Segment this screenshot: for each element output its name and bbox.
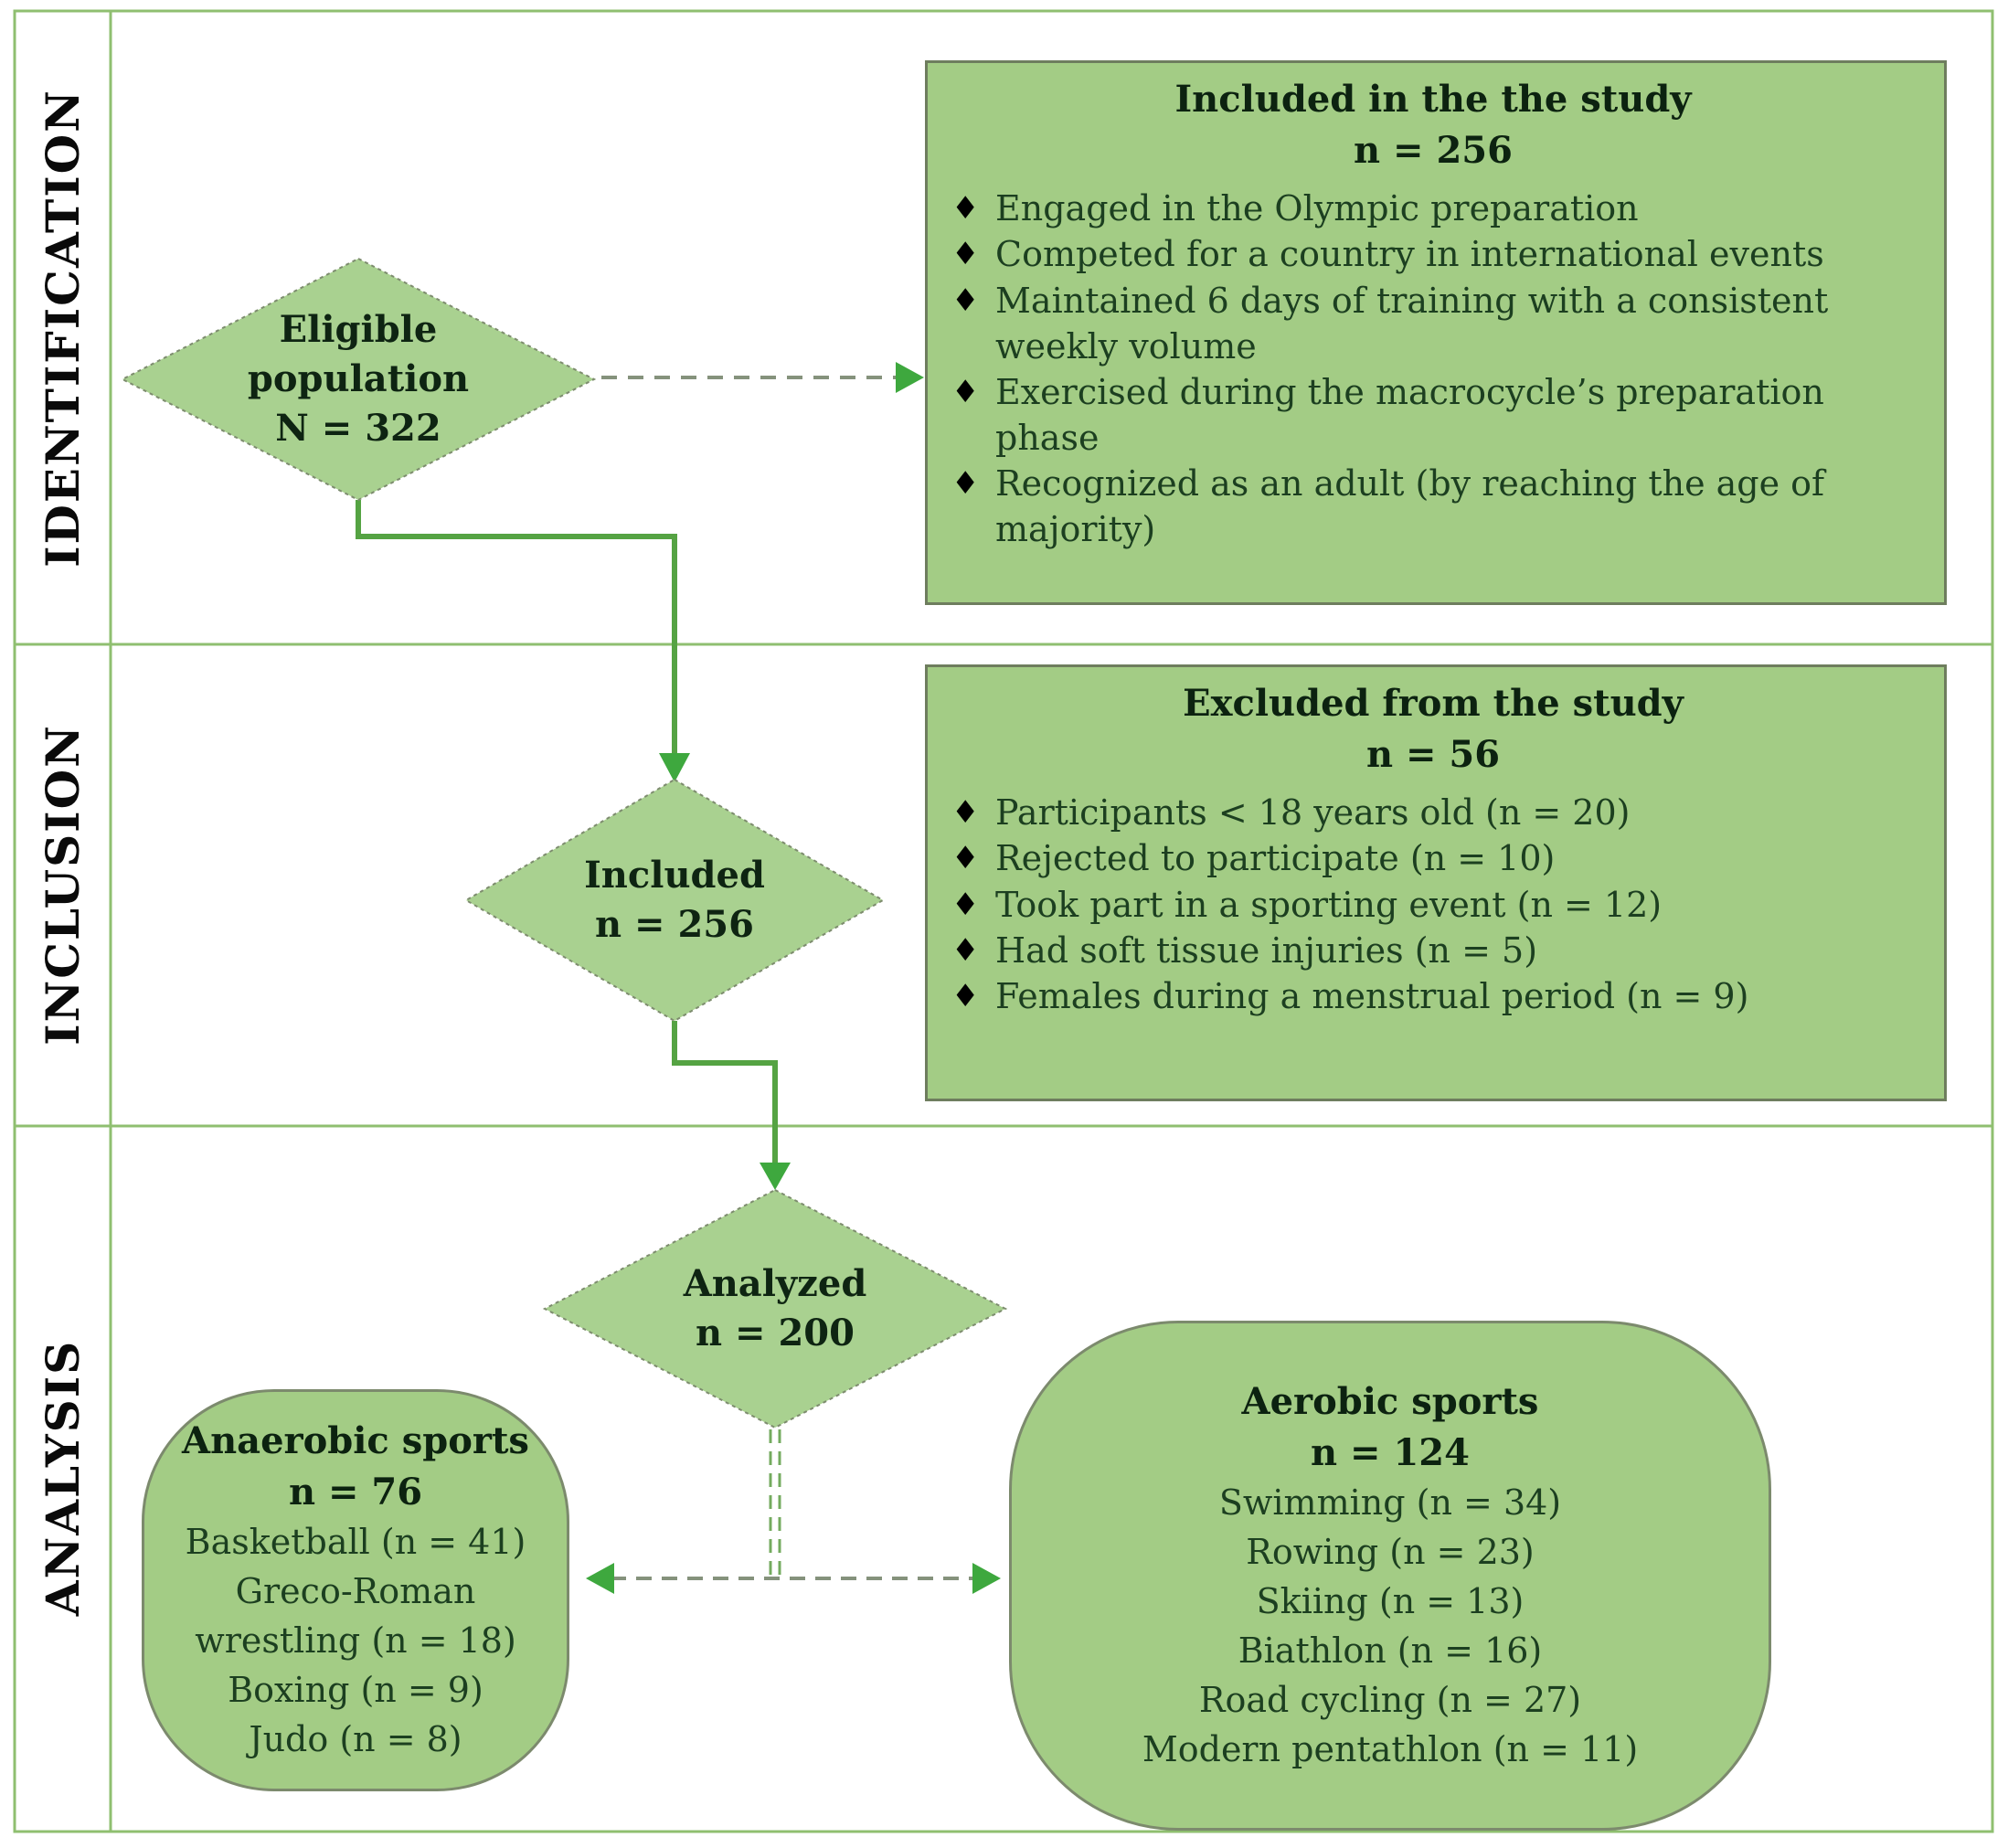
anaerobic-item-3: Boxing (n = 9) [228,1669,483,1710]
list-item: ♦ Maintained 6 days of training with a c… [946,278,1920,369]
list-item: ♦ Competed for a country in internationa… [946,231,1920,277]
included-bullet-3: Maintained 6 days of training with a con… [995,280,1829,366]
excluded-box-count: n = 56 [1365,733,1501,776]
anaerobic-box: Anaerobic sports n = 76 Basketball (n = … [142,1389,569,1791]
connector-eligible-to-included-diamond [356,500,677,760]
excluded-bullet-5: Females during a menstrual period (n = 9… [995,976,1749,1017]
list-item: ♦ Recognized as an adult (by reaching th… [946,461,1920,552]
aerobic-item-2: Rowing (n = 23) [1246,1532,1535,1573]
included-bullet-1: Engaged in the Olympic preparation [995,188,1639,228]
arrowhead-right-aerobic [972,1563,1001,1594]
aerobic-item-6: Modern pentathlon (n = 11) [1142,1728,1639,1769]
bullet-diamond-icon: ♦ [951,978,980,1015]
aerobic-box-count: n = 124 [1311,1431,1470,1475]
included-diamond-shape [464,778,885,1023]
list-item: ♦ Had soft tissue injuries (n = 5) [946,928,1920,973]
included-box-title: Included in the the study [1174,78,1692,121]
bullet-diamond-icon: ♦ [951,886,980,923]
list-item: ♦ Rejected to participate (n = 10) [946,835,1920,881]
outer-frame [13,9,1994,1833]
included-box: Included in the the study n = 256 ♦ Enga… [925,60,1947,605]
list-item: ♦ Participants < 18 years old (n = 20) [946,790,1920,835]
aerobic-item-3: Skiing (n = 13) [1256,1581,1525,1622]
excluded-bullet-2: Rejected to participate (n = 10) [995,838,1556,879]
bullet-diamond-icon: ♦ [951,373,980,410]
analyzed-diamond-shape [542,1188,1008,1429]
bullet-diamond-icon: ♦ [951,840,980,877]
list-item: ♦ Engaged in the Olympic preparation [946,186,1920,231]
list-item: ♦ Females during a menstrual period (n =… [946,973,1920,1019]
arrowhead-down-included-diamond [659,753,690,782]
bullet-diamond-icon: ♦ [951,236,980,273]
bullet-diamond-icon: ♦ [951,281,980,319]
excluded-box-title: Excluded from the study [1183,682,1684,725]
arrowhead-right-included-box [896,362,924,393]
included-bullet-4: Exercised during the macrocycle’s prepar… [995,371,1824,459]
excluded-bullet-4: Had soft tissue injuries (n = 5) [995,929,1538,971]
bullet-diamond-icon: ♦ [951,465,980,503]
excluded-bullet-3: Took part in a sporting event (n = 12) [995,884,1663,925]
bullet-diamond-icon: ♦ [951,794,980,831]
list-item: ♦ Took part in a sporting event (n = 12) [946,882,1920,928]
bullet-diamond-icon: ♦ [951,190,980,227]
excluded-box: Excluded from the study n = 56 ♦ Partici… [925,664,1947,1101]
aerobic-item-5: Road cycling (n = 27) [1198,1679,1582,1720]
section-label-inclusion: INCLUSION [35,724,90,1046]
anaerobic-box-title: Anaerobic sports [182,1419,529,1463]
bullet-diamond-icon: ♦ [951,931,980,969]
anaerobic-item-2: Greco-Roman wrestling (n = 18) [195,1571,516,1662]
list-item: ♦ Exercised during the macrocycle’s prep… [946,369,1920,461]
aerobic-box-title: Aerobic sports [1241,1380,1539,1424]
arrowhead-left-anaerobic [586,1563,614,1594]
aerobic-item-4: Biathlon (n = 16) [1238,1630,1543,1671]
anaerobic-item-4: Judo (n = 8) [249,1718,462,1759]
section-label-identification: IDENTIFICATION [35,89,90,568]
anaerobic-item-1: Basketball (n = 41) [185,1522,526,1563]
anaerobic-box-count: n = 76 [288,1471,423,1514]
eligible-diamond-shape [120,257,597,502]
included-box-count: n = 256 [1354,129,1513,172]
included-bullet-2: Competed for a country in international … [995,234,1824,275]
arrowhead-down-analyzed-diamond [760,1163,791,1190]
connector-included-to-analyzed-diamond [672,1021,778,1168]
aerobic-box: Aerobic sports n = 124 Swimming (n = 34)… [1009,1321,1771,1831]
aerobic-item-1: Swimming (n = 34) [1218,1482,1562,1524]
included-bullet-5: Recognized as an adult (by reaching the … [995,463,1825,550]
excluded-bullet-1: Participants < 18 years old (n = 20) [995,792,1631,833]
section-label-analysis: ANALYSIS [35,1339,90,1617]
